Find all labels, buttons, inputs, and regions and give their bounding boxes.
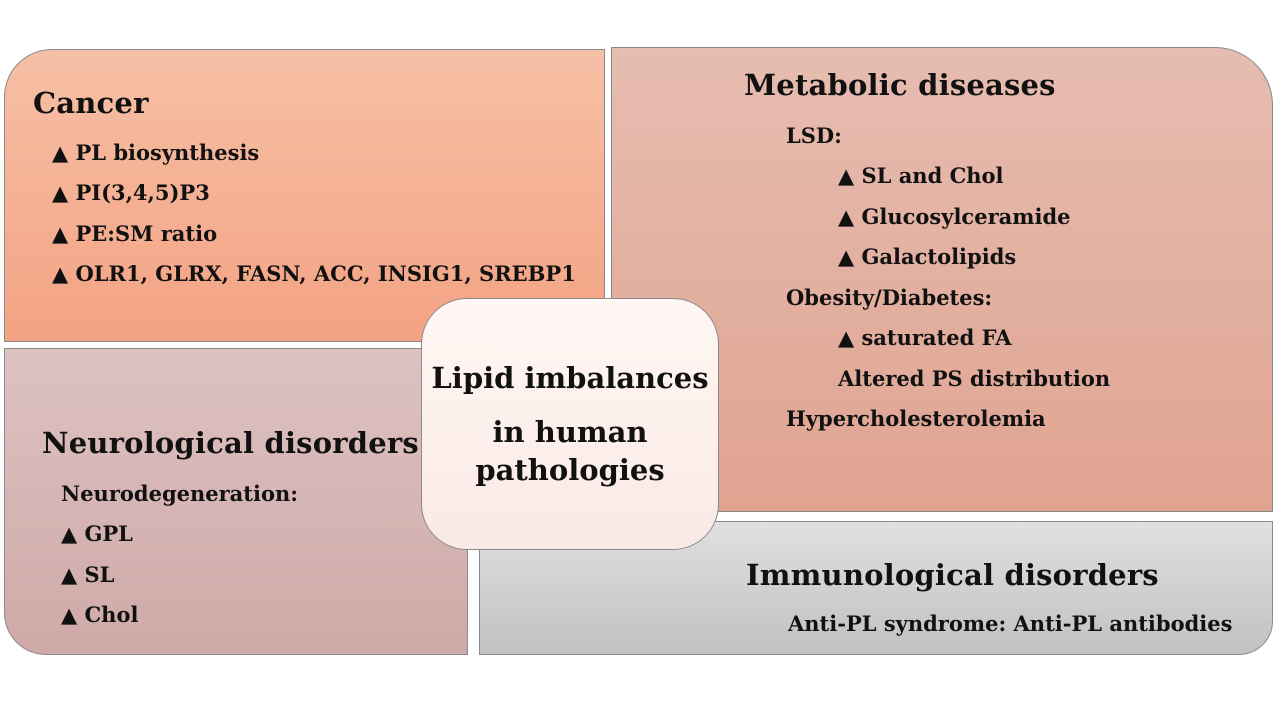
center-line: Lipid imbalances	[431, 361, 709, 395]
hypercholesterolemia-label: Hypercholesterolemia	[786, 406, 1046, 431]
center-line: pathologies	[475, 453, 665, 487]
neuro-panel	[4, 348, 468, 655]
cancer-item: ▲ PL biosynthesis	[52, 140, 260, 165]
lsd-item: ▲ Galactolipids	[838, 244, 1017, 269]
neuro-title: Neurological disorders	[42, 426, 419, 460]
immuno-title: Immunological disorders	[746, 558, 1159, 592]
obesity-item: ▲ saturated FA	[838, 325, 1012, 350]
obesity-label: Obesity/Diabetes:	[786, 285, 993, 310]
lsd-item: ▲ Glucosylceramide	[838, 204, 1071, 229]
cancer-item: ▲ PE:SM ratio	[52, 221, 218, 246]
cancer-item: ▲ PI(3,4,5)P3	[52, 180, 210, 205]
cancer-title: Cancer	[33, 86, 149, 120]
cancer-item: ▲ OLR1, GLRX, FASN, ACC, INSIG1, SREBP1	[52, 261, 576, 286]
center-box: Lipid imbalances in human pathologies	[421, 298, 719, 550]
obesity-item: Altered PS distribution	[838, 366, 1111, 391]
immuno-line: Anti-PL syndrome: Anti-PL antibodies	[788, 611, 1233, 636]
metabolic-title: Metabolic diseases	[744, 68, 1056, 102]
neuro-subtitle: Neurodegeneration:	[61, 481, 298, 506]
lsd-item: ▲ SL and Chol	[838, 163, 1004, 188]
neuro-item: ▲ GPL	[61, 521, 133, 546]
lsd-label: LSD:	[786, 123, 842, 148]
neuro-item: ▲ SL	[61, 562, 115, 587]
metabolic-panel	[611, 47, 1273, 512]
cancer-panel	[4, 49, 605, 342]
neuro-item: ▲ Chol	[61, 602, 139, 627]
center-line: in human	[492, 415, 648, 449]
